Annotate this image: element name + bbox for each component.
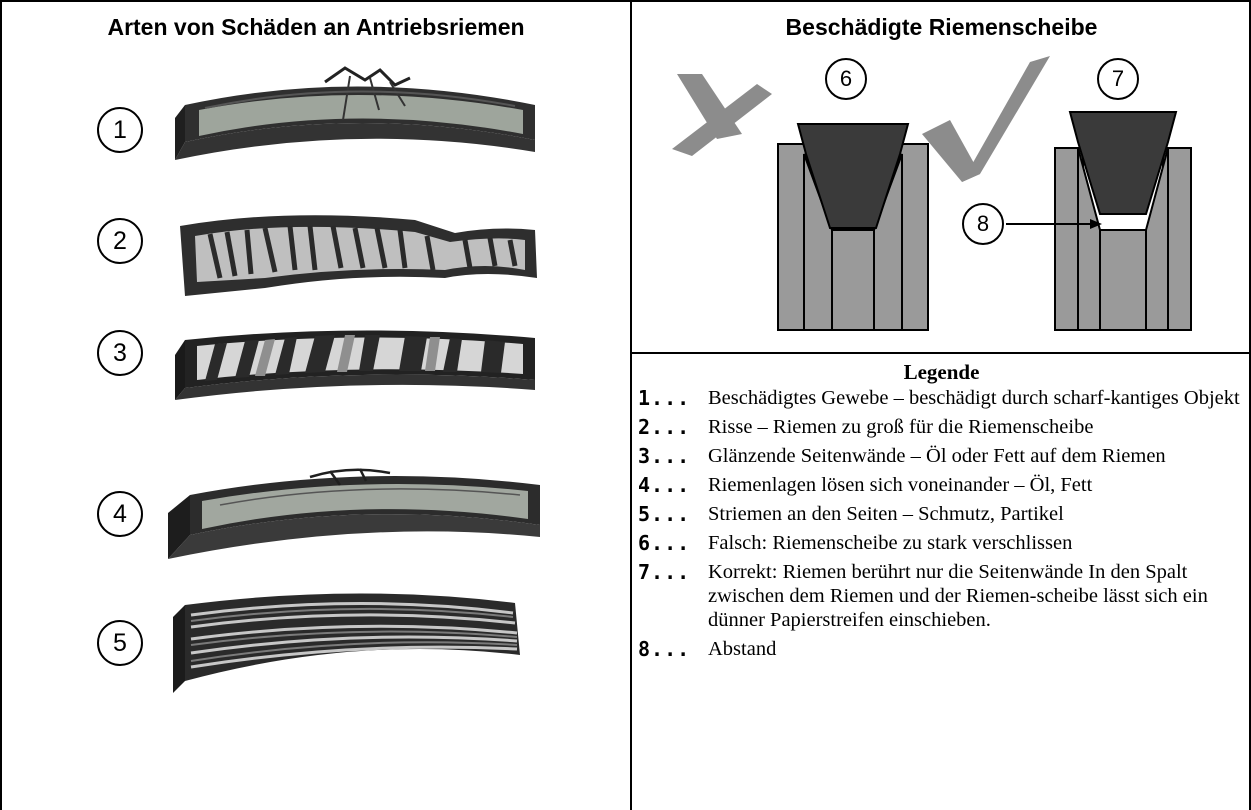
legend-item: 3... Glänzende Seitenwände – Öl oder Fet… <box>638 444 1248 468</box>
belt-damage-title: Arten von Schäden an Antriebsriemen <box>2 14 630 41</box>
legend-item: 7... Korrekt: Riemen berührt nur die Sei… <box>638 560 1248 632</box>
legend-item: 4... Riemenlagen lösen sich voneinander … <box>638 473 1248 497</box>
pulley-comparison-diagram <box>632 44 1251 350</box>
legend-key: 8... <box>638 637 708 661</box>
legend-key: 7... <box>638 560 708 584</box>
callout-8: 8 <box>962 203 1004 245</box>
check-mark-icon <box>922 56 1050 182</box>
legend-text: Risse – Riemen zu groß für die Riemensch… <box>708 415 1248 439</box>
legend-item: 8... Abstand <box>638 637 1248 661</box>
legend-key: 5... <box>638 502 708 526</box>
callout-4: 4 <box>97 491 143 537</box>
legend-text: Falsch: Riemenscheibe zu stark verschlis… <box>708 531 1248 555</box>
legend-key: 3... <box>638 444 708 468</box>
belt-damaged-fabric-illustration <box>165 60 545 180</box>
panel-divider-horizontal <box>630 352 1251 354</box>
callout-2: 2 <box>97 218 143 264</box>
legend-item: 6... Falsch: Riemenscheibe zu stark vers… <box>638 531 1248 555</box>
belt-ply-separation-illustration <box>160 455 550 575</box>
belt-scuffed-sides-illustration <box>165 575 545 705</box>
legend-text: Abstand <box>708 637 1248 661</box>
pulley-correct <box>1055 112 1191 330</box>
callout-5: 5 <box>97 620 143 666</box>
callout-7: 7 <box>1097 58 1139 100</box>
cross-mark-icon <box>672 74 772 156</box>
legend-text: Glänzende Seitenwände – Öl oder Fett auf… <box>708 444 1248 468</box>
legend-text: Riemenlagen lösen sich voneinander – Öl,… <box>708 473 1248 497</box>
legend-key: 1... <box>638 386 708 410</box>
legend-text: Beschädigtes Gewebe – beschädigt durch s… <box>708 386 1248 410</box>
callout-6: 6 <box>825 58 867 100</box>
callout-3: 3 <box>97 330 143 376</box>
legend-key: 4... <box>638 473 708 497</box>
border-left <box>0 0 2 810</box>
pulley-worn <box>778 124 928 330</box>
legend-list: 1... Beschädigtes Gewebe – beschädigt du… <box>638 386 1248 666</box>
legend-title: Legende <box>632 360 1251 385</box>
callout-1: 1 <box>97 107 143 153</box>
border-top <box>0 0 1251 2</box>
belt-cracks-illustration <box>165 178 545 298</box>
legend-key: 2... <box>638 415 708 439</box>
damaged-pulley-title: Beschädigte Riemenscheibe <box>632 14 1251 41</box>
legend-item: 5... Striemen an den Seiten – Schmutz, P… <box>638 502 1248 526</box>
legend-key: 6... <box>638 531 708 555</box>
belt-glazed-sidewalls-illustration <box>165 300 545 420</box>
legend-text: Korrekt: Riemen berührt nur die Seitenwä… <box>708 560 1248 632</box>
legend-item: 2... Risse – Riemen zu groß für die Riem… <box>638 415 1248 439</box>
legend-text: Striemen an den Seiten – Schmutz, Partik… <box>708 502 1248 526</box>
legend-item: 1... Beschädigtes Gewebe – beschädigt du… <box>638 386 1248 410</box>
